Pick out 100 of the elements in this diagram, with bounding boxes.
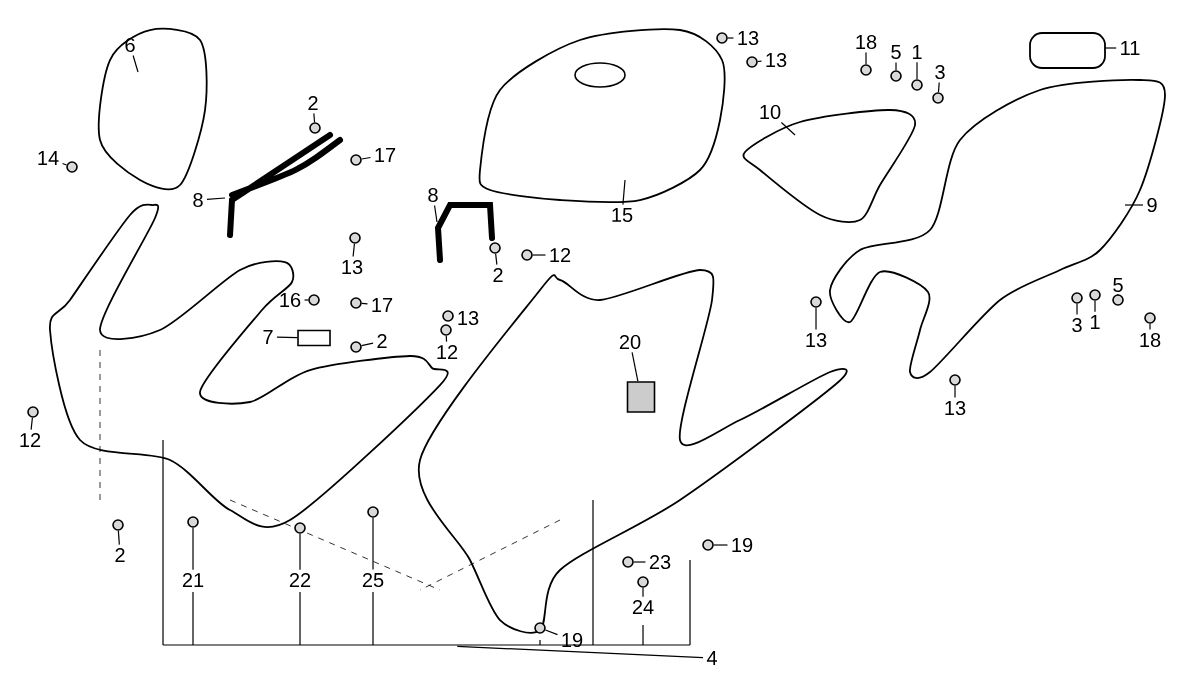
fastener [309, 122, 321, 134]
leader-line [954, 385, 956, 399]
leader-line [631, 351, 639, 382]
leader-line [313, 112, 316, 123]
fastener [702, 539, 714, 551]
callout-number: 13 [738, 30, 759, 46]
fastener [716, 32, 728, 44]
callout-number: 2 [493, 268, 503, 282]
leader-line [727, 37, 735, 39]
leader-line [117, 530, 120, 546]
pad [626, 381, 656, 413]
leader-line [713, 544, 729, 546]
leader-line [757, 60, 763, 63]
leader-line [303, 299, 309, 301]
callout-number: 12 [20, 433, 41, 447]
leader-line [132, 54, 139, 73]
callout-number: 5 [891, 45, 901, 59]
leader-line [30, 417, 33, 431]
callout-number: 13 [342, 259, 363, 275]
callout-number: 12 [437, 345, 458, 359]
callout-number: 18 [856, 34, 877, 50]
leader-line [622, 179, 626, 206]
callout-number: 3 [935, 64, 945, 80]
callout-number: 8 [428, 187, 438, 203]
fastener [308, 294, 320, 306]
callout-number: 12 [550, 248, 571, 262]
fastener [810, 296, 822, 308]
bracket [162, 439, 691, 646]
leader-line [1076, 303, 1078, 316]
leader-line [633, 561, 647, 563]
leader-line [192, 527, 194, 571]
fastener [112, 519, 124, 531]
leader-line [1117, 293, 1119, 296]
callout-number: 1 [1091, 315, 1100, 329]
fastener [442, 310, 454, 322]
fastener [350, 154, 362, 166]
leader-line [299, 533, 301, 571]
pin [297, 329, 331, 347]
callout-number: 16 [280, 292, 301, 308]
fastener [1071, 292, 1083, 304]
leader-line [642, 587, 644, 598]
fastener [932, 92, 944, 104]
fastener [746, 56, 758, 68]
fastener [350, 297, 362, 309]
leader-line [445, 335, 448, 343]
fastener [860, 64, 872, 76]
callout-number: 2 [115, 548, 125, 562]
fastener [350, 341, 362, 353]
fastener [949, 374, 961, 386]
callout-number: 13 [458, 310, 479, 326]
fastener [66, 161, 78, 173]
fastener [27, 406, 39, 418]
leader-line [916, 61, 918, 80]
leader-line [1149, 323, 1151, 331]
callout-number: 7 [263, 330, 273, 344]
callout-number: 17 [372, 298, 393, 312]
callout-number: 13 [766, 52, 787, 68]
leader-line [361, 342, 374, 347]
leader-line [372, 517, 374, 571]
fastener [521, 249, 533, 261]
leader-line [352, 243, 356, 258]
callout-number: 3 [1072, 317, 1082, 333]
leader-line [61, 162, 68, 166]
callout-number: 8 [193, 192, 203, 208]
leader-line [456, 645, 704, 659]
leader-line [495, 253, 498, 266]
fastener [440, 324, 452, 336]
leader-line [276, 336, 298, 339]
leader-line [780, 121, 796, 136]
leader-line [895, 61, 897, 71]
leader-line [1094, 300, 1096, 313]
callout-number: 11 [1121, 41, 1140, 55]
callout-number: 19 [732, 537, 753, 553]
fastener [1089, 289, 1101, 301]
callout-number: 9 [1147, 197, 1157, 213]
leader-line [206, 197, 226, 200]
callout-number: 13 [806, 332, 827, 348]
callout-number: 18 [1140, 332, 1161, 348]
leader-line [532, 254, 547, 256]
leader-line [452, 315, 455, 318]
leader-line [815, 307, 817, 331]
fastener [890, 70, 902, 82]
fastener [911, 79, 923, 91]
callout-number: 17 [375, 148, 396, 162]
leader-line [361, 156, 372, 160]
leader-line [1104, 47, 1117, 49]
callout-number: 2 [377, 334, 387, 348]
callout-number: 13 [945, 400, 966, 416]
fastener [489, 242, 501, 254]
leader-line [865, 51, 867, 65]
leader-line [1124, 204, 1144, 206]
fastener [1144, 312, 1156, 324]
fastener [1112, 294, 1124, 306]
leader-line [361, 302, 369, 305]
callout-number: 10 [760, 104, 781, 120]
callout-number: 15 [612, 208, 633, 222]
leader-line [937, 81, 940, 93]
callout-number: 4 [706, 651, 717, 665]
callout-number: 20 [619, 334, 641, 350]
leader-line [544, 629, 559, 636]
